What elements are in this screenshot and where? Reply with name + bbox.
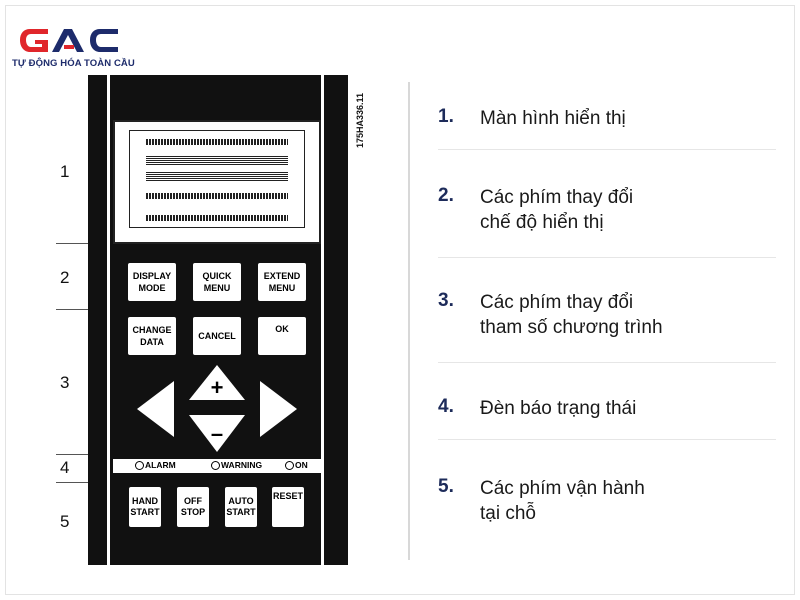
control-panel: DISPLAY MODE QUICK MENU EXTEND MENU CHAN… xyxy=(88,75,348,565)
gac-logo-icon xyxy=(20,29,118,52)
page-frame xyxy=(5,5,795,595)
section-divider-tick xyxy=(56,243,90,244)
panel-rail-right xyxy=(321,75,324,565)
plus-icon: + xyxy=(211,375,224,400)
legend-text: Các phím thay đổi chế độ hiển thị xyxy=(480,187,634,233)
panel-rail-left xyxy=(107,75,110,565)
legend-number: 2. xyxy=(438,185,454,206)
warning-led: WARNING xyxy=(211,460,262,470)
display-mode-button[interactable]: DISPLAY MODE xyxy=(128,263,176,301)
lcd-display xyxy=(113,120,321,244)
lcd-text-line xyxy=(146,193,288,199)
reset-button[interactable]: RESET xyxy=(272,487,304,527)
quick-menu-button[interactable]: QUICK MENU xyxy=(193,263,241,301)
legend-number: 3. xyxy=(438,290,454,311)
section-number-4: 4 xyxy=(60,458,70,477)
section-number-3: 3 xyxy=(60,373,70,392)
section-divider-tick xyxy=(56,454,90,455)
legend-separator xyxy=(438,439,776,440)
legend-number: 4. xyxy=(438,396,454,417)
section-number-2: 2 xyxy=(60,268,70,287)
ok-button[interactable]: OK xyxy=(258,317,306,355)
cancel-button[interactable]: CANCEL xyxy=(193,317,241,355)
arrow-right-icon[interactable] xyxy=(260,381,297,437)
vertical-divider xyxy=(408,82,410,560)
legend-separator xyxy=(438,362,776,363)
lcd-text-line xyxy=(146,171,288,181)
warning-led-icon xyxy=(211,460,220,470)
legend-text: Các phím thay đổi tham số chương trình xyxy=(480,292,663,338)
extend-menu-button[interactable]: EXTEND MENU xyxy=(258,263,306,301)
lcd-text-line xyxy=(146,139,288,145)
auto-start-button[interactable]: AUTO START xyxy=(225,487,257,527)
minus-icon: – xyxy=(211,421,223,446)
legend-number: 5. xyxy=(438,476,454,497)
section-divider-tick xyxy=(56,482,90,483)
legend-separator xyxy=(438,149,776,150)
minus-button[interactable] xyxy=(189,415,245,452)
hand-start-button[interactable]: HAND START xyxy=(129,487,161,527)
legend-number: 1. xyxy=(438,106,454,127)
legend-text: Các phím vận hành tại chỗ xyxy=(480,478,645,524)
legend-separator xyxy=(438,257,776,258)
figure-code: 175HA336.11 xyxy=(355,92,365,148)
legend-text: Màn hình hiển thị xyxy=(480,108,626,129)
lcd-screen xyxy=(129,130,305,228)
on-led-label: ON xyxy=(295,460,308,470)
off-stop-button[interactable]: OFF STOP xyxy=(177,487,209,527)
alarm-led-icon xyxy=(135,460,144,470)
arrow-left-icon[interactable] xyxy=(137,381,174,437)
brand-logo: TỰ ĐỘNG HÓA TOÀN CẦU xyxy=(12,22,152,72)
status-led-strip: ALARM WARNING ON xyxy=(113,459,321,473)
on-led: ON xyxy=(285,460,308,470)
brand-tagline: TỰ ĐỘNG HÓA TOÀN CẦU xyxy=(12,58,135,69)
arrow-keypad: + – xyxy=(137,365,297,452)
change-data-button[interactable]: CHANGE DATA xyxy=(128,317,176,355)
legend-text: Đèn báo trạng thái xyxy=(480,398,637,419)
section-divider-tick xyxy=(56,309,90,310)
lcd-text-line xyxy=(146,155,288,165)
section-number-1: 1 xyxy=(60,162,70,181)
section-number-5: 5 xyxy=(60,512,70,531)
on-led-icon xyxy=(285,460,294,470)
alarm-led: ALARM xyxy=(135,460,176,470)
lcd-text-line xyxy=(146,215,288,221)
warning-led-label: WARNING xyxy=(221,460,263,470)
plus-button[interactable] xyxy=(189,365,245,400)
alarm-led-label: ALARM xyxy=(145,460,176,470)
